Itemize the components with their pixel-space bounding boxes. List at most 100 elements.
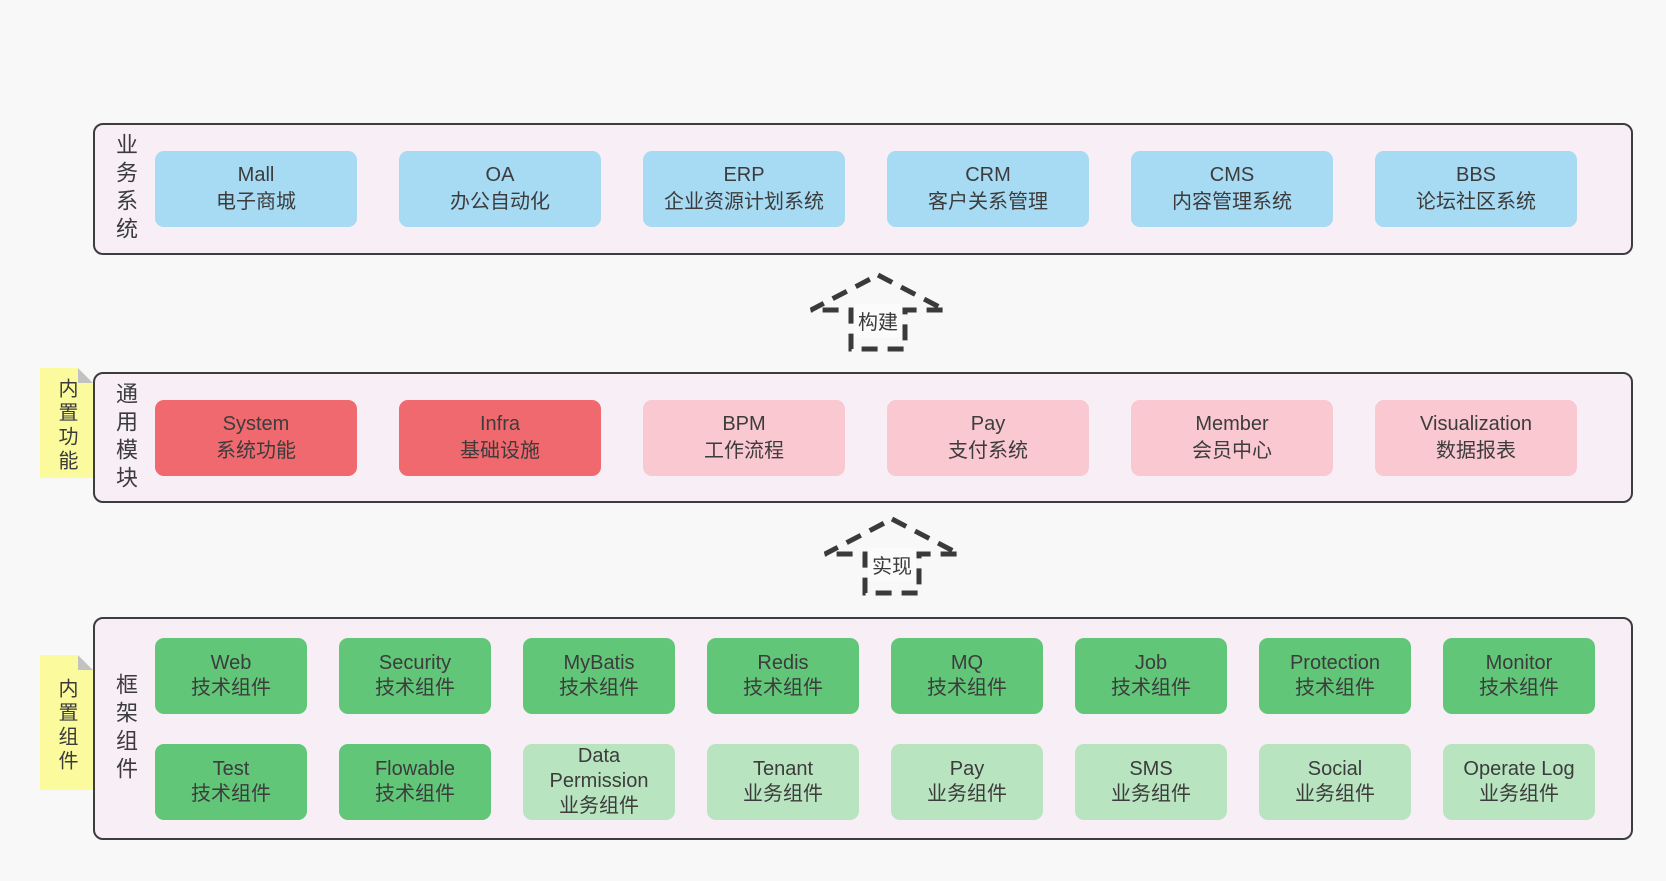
framework-box-row-1: Web 技术组件 Security 技术组件 MyBatis 技术组件 Redi… — [155, 637, 1631, 714]
section-framework-components: 框架组件 Web 技术组件 Security 技术组件 MyBatis 技术组件… — [93, 617, 1633, 840]
dashed-up-arrow-icon — [823, 516, 961, 596]
box-sms: SMS 业务组件 — [1075, 743, 1227, 820]
box-mq: MQ 技术组件 — [891, 637, 1043, 714]
box-visualization: Visualization 数据报表 — [1375, 399, 1577, 476]
sticky-note-text: 内置功能 — [55, 378, 77, 474]
box-title: Visualization — [1420, 412, 1532, 435]
box-subtitle: 业务组件 — [1111, 782, 1191, 805]
box-subtitle: 会员中心 — [1192, 439, 1272, 462]
box-security: Security 技术组件 — [339, 637, 491, 714]
box-operate-log: Operate Log 业务组件 — [1443, 743, 1595, 820]
box-cms: CMS 内容管理系统 — [1131, 151, 1333, 227]
section-common-modules: 通用模块 System 系统功能 Infra 基础设施 BPM 工作流程 Pay… — [93, 372, 1633, 503]
box-oa: OA 办公自动化 — [399, 151, 601, 227]
box-subtitle: 技术组件 — [375, 676, 455, 699]
box-title: Protection — [1289, 651, 1381, 674]
sticky-note-builtin-components: 内置组件 — [40, 655, 93, 790]
box-flowable: Flowable 技术组件 — [339, 743, 491, 820]
box-subtitle: 业务组件 — [1479, 782, 1559, 805]
framework-rows: Web 技术组件 Security 技术组件 MyBatis 技术组件 Redi… — [155, 637, 1631, 820]
box-subtitle: 业务组件 — [1295, 782, 1375, 805]
sticky-note-builtin-features: 内置功能 — [40, 368, 93, 478]
box-title: Pay — [949, 757, 985, 780]
box-title: Test — [212, 757, 250, 780]
box-subtitle: 技术组件 — [927, 676, 1007, 699]
box-redis: Redis 技术组件 — [707, 637, 859, 714]
box-subtitle: 技术组件 — [191, 782, 271, 805]
box-title: OA — [485, 164, 515, 186]
box-title: Member — [1195, 412, 1269, 435]
box-subtitle: 技术组件 — [559, 676, 639, 699]
box-crm: CRM 客户关系管理 — [887, 151, 1089, 227]
box-title: BBS — [1455, 164, 1497, 186]
box-title: Pay — [970, 412, 1006, 435]
box-test: Test 技术组件 — [155, 743, 307, 820]
box-subtitle: 业务组件 — [927, 782, 1007, 805]
box-subtitle: 系统功能 — [216, 439, 296, 462]
box-pay: Pay 支付系统 — [887, 399, 1089, 476]
box-bpm: BPM 工作流程 — [643, 399, 845, 476]
box-system: System 系统功能 — [155, 399, 357, 476]
box-social: Social 业务组件 — [1259, 743, 1411, 820]
box-subtitle: 技术组件 — [1295, 676, 1375, 699]
dashed-up-arrow-icon — [809, 272, 947, 352]
box-title: Security — [378, 651, 452, 674]
section-label-cell: 通用模块 — [95, 374, 155, 501]
build-arrow: 构建 — [808, 272, 948, 352]
box-subtitle: 业务组件 — [559, 795, 639, 817]
box-subtitle: 技术组件 — [743, 676, 823, 699]
box-erp: ERP 企业资源计划系统 — [643, 151, 845, 227]
box-subtitle: 企业资源计划系统 — [664, 191, 824, 213]
box-bbs: BBS 论坛社区系统 — [1375, 151, 1577, 227]
section-modules-label: 通用模块 — [113, 381, 138, 494]
section-business-systems: 业务系统 Mall 电子商城 OA 办公自动化 ERP 企业资源计划系统 CRM… — [93, 123, 1633, 255]
box-title: Monitor — [1485, 651, 1553, 674]
box-title: Social — [1307, 757, 1363, 780]
box-subtitle: 支付系统 — [948, 439, 1028, 462]
box-title: MQ — [950, 651, 984, 674]
implement-arrow: 实现 — [822, 516, 962, 596]
box-subtitle: 技术组件 — [1479, 676, 1559, 699]
box-title: BPM — [722, 412, 766, 435]
sticky-note-text: 内置组件 — [55, 677, 77, 774]
box-title: Mall — [237, 164, 275, 186]
box-mall: Mall 电子商城 — [155, 151, 357, 227]
section-business-label: 业务系统 — [113, 133, 138, 245]
box-subtitle: 论坛社区系统 — [1416, 191, 1536, 213]
section-label-cell: 业务系统 — [95, 125, 155, 253]
box-tenant: Tenant 业务组件 — [707, 743, 859, 820]
box-subtitle: 基础设施 — [460, 439, 540, 462]
box-title: Operate Log — [1463, 757, 1575, 780]
box-title: Infra — [479, 412, 521, 435]
box-subtitle: 工作流程 — [704, 439, 784, 462]
box-subtitle: 内容管理系统 — [1172, 191, 1292, 213]
framework-box-row-2: Test 技术组件 Flowable 技术组件 Data Permission … — [155, 743, 1631, 820]
box-monitor: Monitor 技术组件 — [1443, 637, 1595, 714]
box-title: Tenant — [752, 757, 814, 780]
box-title: Job — [1134, 651, 1168, 674]
section-label-cell: 框架组件 — [95, 619, 155, 838]
box-title: System — [222, 412, 290, 435]
box-title: Flowable — [374, 757, 456, 780]
box-member: Member 会员中心 — [1131, 399, 1333, 476]
box-pay-business: Pay 业务组件 — [891, 743, 1043, 820]
box-job: Job 技术组件 — [1075, 637, 1227, 714]
box-title: ERP — [723, 164, 765, 186]
section-framework-label: 框架组件 — [113, 672, 138, 785]
box-subtitle: 业务组件 — [743, 782, 823, 805]
box-title: MyBatis — [563, 651, 635, 674]
modules-box-row: System 系统功能 Infra 基础设施 BPM 工作流程 Pay 支付系统… — [155, 399, 1630, 476]
box-protection: Protection 技术组件 — [1259, 637, 1411, 714]
box-infra: Infra 基础设施 — [399, 399, 601, 476]
box-subtitle: 电子商城 — [216, 191, 296, 213]
business-box-row: Mall 电子商城 OA 办公自动化 ERP 企业资源计划系统 CRM 客户关系… — [155, 151, 1630, 227]
box-title: CRM — [965, 164, 1011, 186]
box-title: SMS — [1129, 757, 1173, 780]
box-subtitle: 客户关系管理 — [928, 191, 1048, 213]
box-web: Web 技术组件 — [155, 637, 307, 714]
box-mybatis: MyBatis 技术组件 — [523, 637, 675, 714]
box-title: CMS — [1209, 164, 1255, 186]
box-data-permission: Data Permission 业务组件 — [523, 743, 675, 820]
build-arrow-label: 构建 — [854, 304, 902, 337]
